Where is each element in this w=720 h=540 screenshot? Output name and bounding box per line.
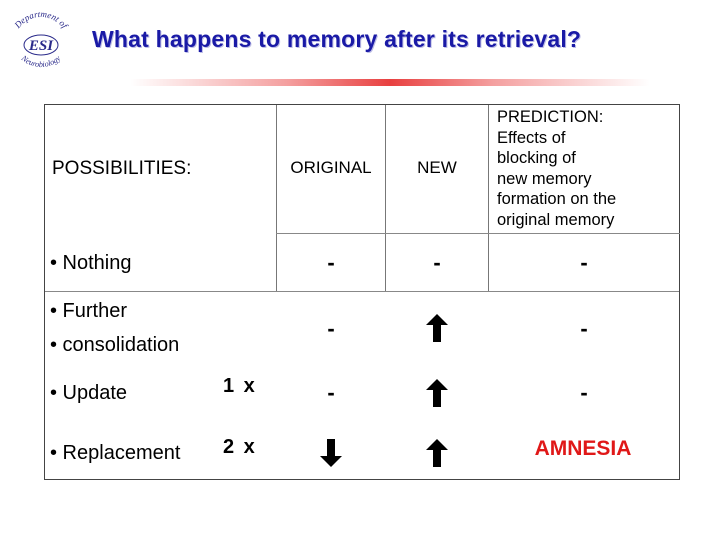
row-divider (276, 233, 680, 234)
header-prediction-line: Effects of (497, 128, 566, 147)
up-arrow-icon (426, 314, 448, 342)
logo-arc-top: Department of (12, 9, 71, 31)
header-prediction-line: original memory (497, 210, 615, 229)
department-logo: Department of Neurobiology ESI (12, 9, 71, 69)
header-prediction-line: blocking of (497, 149, 576, 167)
update-multiplier: 1 x (223, 375, 257, 397)
cell-original-update: - (327, 380, 335, 405)
cell-new-nothing: - (433, 250, 441, 275)
row-label-further: • Further (50, 300, 128, 322)
cell-original-nothing: - (327, 250, 335, 275)
header-possibilities: POSSIBILITIES: (52, 158, 192, 179)
cell-original-consolidation: - (327, 316, 335, 341)
cell-prediction-consolidation: - (580, 316, 588, 341)
cell-prediction-update: - (580, 380, 588, 405)
header-new: NEW (417, 158, 457, 177)
row-label-nothing: • Nothing (50, 252, 132, 274)
row-label-replacement: • Replacement (50, 442, 181, 464)
svg-text:Department of: Department of (12, 9, 71, 31)
up-arrow-icon (426, 379, 448, 407)
down-arrow-icon (320, 439, 342, 467)
header-prediction-line: PREDICTION: (497, 108, 604, 126)
row-label-update: • Update (50, 382, 128, 404)
column-divider (488, 105, 489, 291)
replacement-multiplier: 2 x (223, 436, 257, 458)
header-original: ORIGINAL (290, 158, 372, 177)
column-divider (385, 105, 386, 291)
header-prediction-line: new memory (497, 169, 592, 188)
title-underline (130, 79, 650, 86)
logo-mark: ESI (28, 38, 54, 54)
amnesia-label: AMNESIA (534, 437, 632, 460)
header-prediction: PREDICTION: Effects of blocking of new m… (497, 107, 677, 230)
slide-title: What happens to memory after its retriev… (92, 26, 582, 52)
comparison-table (44, 104, 680, 480)
row-divider (45, 291, 679, 292)
cell-prediction-nothing: - (580, 250, 588, 275)
up-arrow-icon (426, 439, 448, 467)
row-label-consolidation: • consolidation (50, 334, 180, 356)
header-prediction-line: formation on the (497, 190, 617, 208)
column-divider (276, 105, 277, 291)
